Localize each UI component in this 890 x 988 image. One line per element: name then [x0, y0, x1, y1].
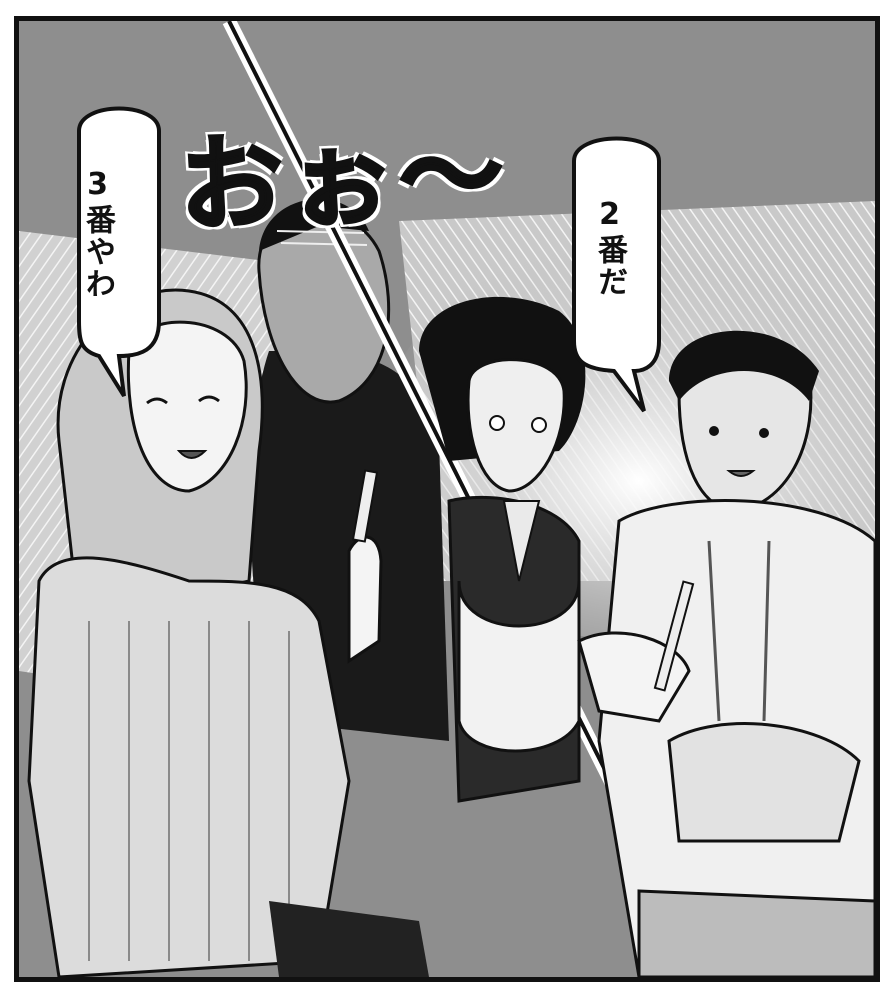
speech-bubble-right — [572, 136, 661, 413]
woman-short-hair — [419, 296, 586, 803]
speech-text-right: 2番だ — [592, 197, 627, 298]
man-hoodie — [577, 330, 875, 977]
speech-bubble-left — [77, 106, 161, 398]
sound-effect-text: おぉ〜 — [176, 112, 513, 248]
comic-panel: おぉ〜 3番やわ 2番だ — [14, 16, 880, 982]
speech-text-left: 3番やわ — [80, 167, 115, 300]
panel-artwork — [19, 21, 875, 977]
